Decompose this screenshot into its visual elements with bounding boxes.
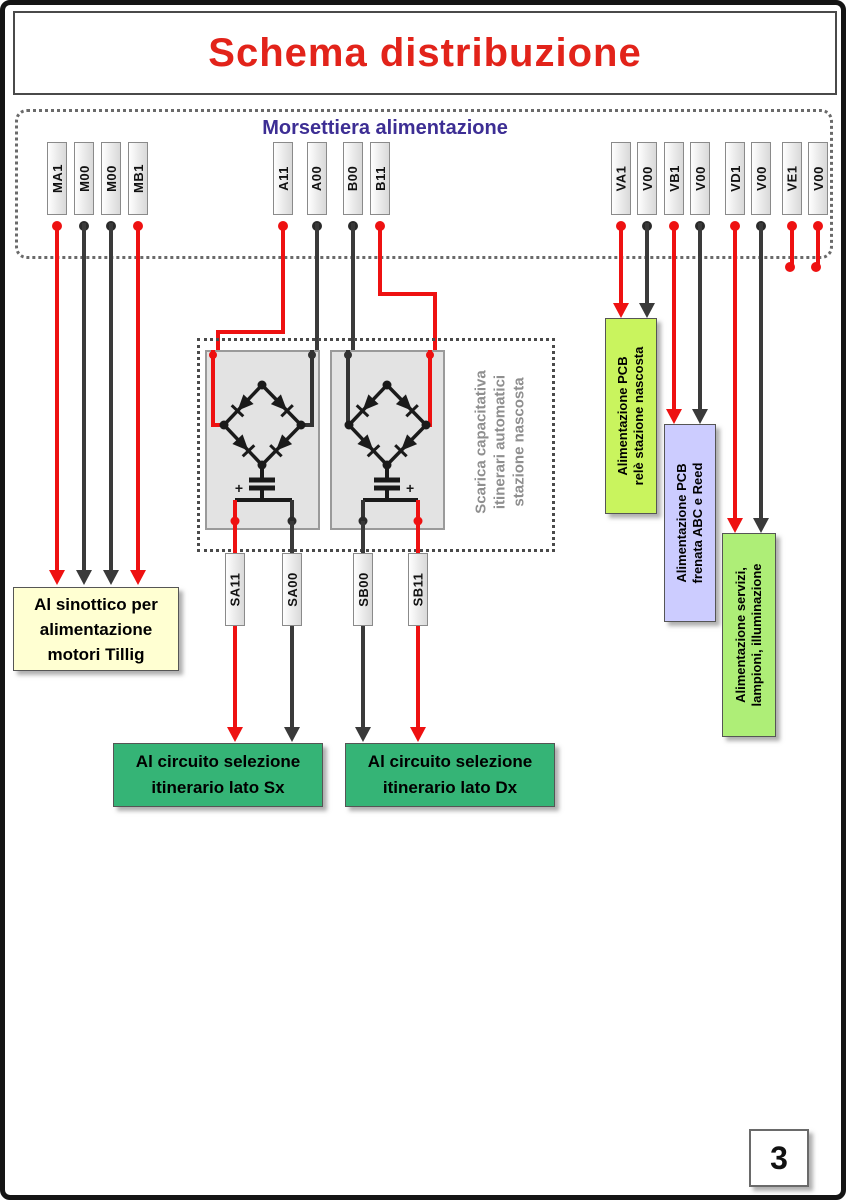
terminal-strip-box bbox=[15, 109, 833, 259]
wire-sa11-out bbox=[233, 626, 237, 728]
diode-icon bbox=[230, 394, 254, 418]
arrow-m00-2 bbox=[103, 570, 119, 585]
terminal-va1: VA1 bbox=[611, 142, 631, 215]
arrow-v00-1 bbox=[639, 303, 655, 318]
wire-b11-h bbox=[378, 292, 437, 296]
terminal-sa11: SA11 bbox=[225, 553, 245, 626]
terminal-m00-2: M00 bbox=[101, 142, 121, 215]
wire-v00-1 bbox=[645, 223, 649, 305]
rectifier-a-body bbox=[205, 350, 320, 530]
wire-a00 bbox=[315, 223, 319, 350]
wire-sb00-in bbox=[361, 521, 365, 553]
dest-sinottico-box: Al sinottico per alimentazione motori Ti… bbox=[13, 587, 179, 671]
wire-b11-v1 bbox=[378, 223, 382, 295]
terminal-v00-4: V00 bbox=[808, 142, 828, 215]
arrow-m00-1 bbox=[76, 570, 92, 585]
arrow-v00-2 bbox=[692, 409, 708, 424]
arrow-va1 bbox=[613, 303, 629, 318]
dest-selezione-dx-box: Al circuito selezione itinerario lato Dx bbox=[345, 743, 555, 807]
wire-vb1 bbox=[672, 223, 676, 411]
page-number-box: 3 bbox=[749, 1129, 809, 1187]
title-box: Schema distribuzione bbox=[13, 11, 837, 95]
terminal-ve1: VE1 bbox=[782, 142, 802, 215]
rectifier-b-in-dot-black bbox=[344, 351, 352, 359]
terminal-b00: B00 bbox=[343, 142, 363, 215]
terminal-vd1: VD1 bbox=[725, 142, 745, 215]
dot-ve1-end bbox=[785, 262, 795, 272]
terminal-v00-3: V00 bbox=[751, 142, 771, 215]
wire-a11-v2 bbox=[216, 332, 220, 350]
bridge-rectifier-a: + bbox=[205, 350, 320, 530]
terminal-sb11: SB11 bbox=[408, 553, 428, 626]
arrow-v00-3 bbox=[753, 518, 769, 533]
arrow-sa11 bbox=[227, 727, 243, 742]
dest-pcb-rele-box: Alimentazione PCB relè stazione nascosta bbox=[605, 318, 657, 514]
arrow-sa00 bbox=[284, 727, 300, 742]
capacitor-plus-label: + bbox=[235, 480, 243, 496]
diode-icon bbox=[270, 394, 294, 418]
wire-v00-3 bbox=[759, 223, 763, 520]
diode-icon bbox=[232, 434, 256, 458]
wire-v00-4-stub bbox=[816, 223, 820, 265]
page-number: 3 bbox=[770, 1139, 788, 1176]
arrow-sb00 bbox=[355, 727, 371, 742]
terminal-a00: A00 bbox=[307, 142, 327, 215]
terminal-m00-1: M00 bbox=[74, 142, 94, 215]
dest-pcb-frenata-box: Alimentazione PCB frenata ABC e Reed bbox=[664, 424, 716, 622]
wire-a11-v1 bbox=[281, 223, 285, 333]
arrow-ma1 bbox=[49, 570, 65, 585]
arrow-vd1 bbox=[727, 518, 743, 533]
wire-sb11-out bbox=[416, 626, 420, 728]
wire-sb00-out bbox=[361, 626, 365, 728]
dest-selezione-sx-box: Al circuito selezione itinerario lato Sx bbox=[113, 743, 323, 807]
terminal-v00-1: V00 bbox=[637, 142, 657, 215]
wire-ve1-stub bbox=[790, 223, 794, 265]
terminal-a11: A11 bbox=[273, 142, 293, 215]
terminal-sb00: SB00 bbox=[353, 553, 373, 626]
rectifier-a-in-dot-red bbox=[209, 351, 217, 359]
capacitive-discharge-label: Scarica capacitativa itinerari automatic… bbox=[472, 370, 528, 514]
wire-a11-h bbox=[216, 330, 285, 334]
capacitive-discharge-box bbox=[197, 338, 555, 552]
diode-icon bbox=[357, 434, 381, 458]
capacitor-plus-label: + bbox=[406, 480, 414, 496]
wire-sb11-in bbox=[416, 521, 420, 553]
wire-b00 bbox=[351, 223, 355, 350]
dot-v00-4-end bbox=[811, 262, 821, 272]
rectifier-b-in-dot-red bbox=[426, 351, 434, 359]
terminal-mb1: MB1 bbox=[128, 142, 148, 215]
terminal-vb1: VB1 bbox=[664, 142, 684, 215]
diode-icon bbox=[395, 394, 419, 418]
wire-vd1 bbox=[733, 223, 737, 520]
wire-b11-v2 bbox=[433, 294, 437, 350]
arrow-mb1 bbox=[130, 570, 146, 585]
arrow-sb11 bbox=[410, 727, 426, 742]
terminal-v00-2: V00 bbox=[690, 142, 710, 215]
wire-m00-2 bbox=[109, 223, 113, 571]
diode-icon bbox=[394, 434, 418, 458]
dest-servizi-box: Alimentazione servizi, lampioni, illumin… bbox=[722, 533, 776, 737]
wire-mb1 bbox=[136, 223, 140, 571]
rectifier-a-in-dot-black bbox=[308, 351, 316, 359]
wire-sa00-out bbox=[290, 626, 294, 728]
page-title: Schema distribuzione bbox=[208, 30, 642, 75]
terminal-b11: B11 bbox=[370, 142, 390, 215]
terminal-sa00: SA00 bbox=[282, 553, 302, 626]
wire-v00-2 bbox=[698, 223, 702, 411]
diode-icon bbox=[355, 394, 379, 418]
diode-icon bbox=[269, 434, 293, 458]
wire-m00-1 bbox=[82, 223, 86, 571]
terminal-strip-title: Morsettiera alimentazione bbox=[262, 117, 508, 139]
rectifier-b-in-black bbox=[346, 350, 350, 427]
wire-sa00-in bbox=[290, 521, 294, 553]
wire-sa11-in bbox=[233, 521, 237, 553]
wire-va1 bbox=[619, 223, 623, 305]
terminal-ma1: MA1 bbox=[47, 142, 67, 215]
wire-ma1 bbox=[55, 223, 59, 571]
bridge-rectifier-b: + bbox=[330, 350, 445, 530]
arrow-vb1 bbox=[666, 409, 682, 424]
